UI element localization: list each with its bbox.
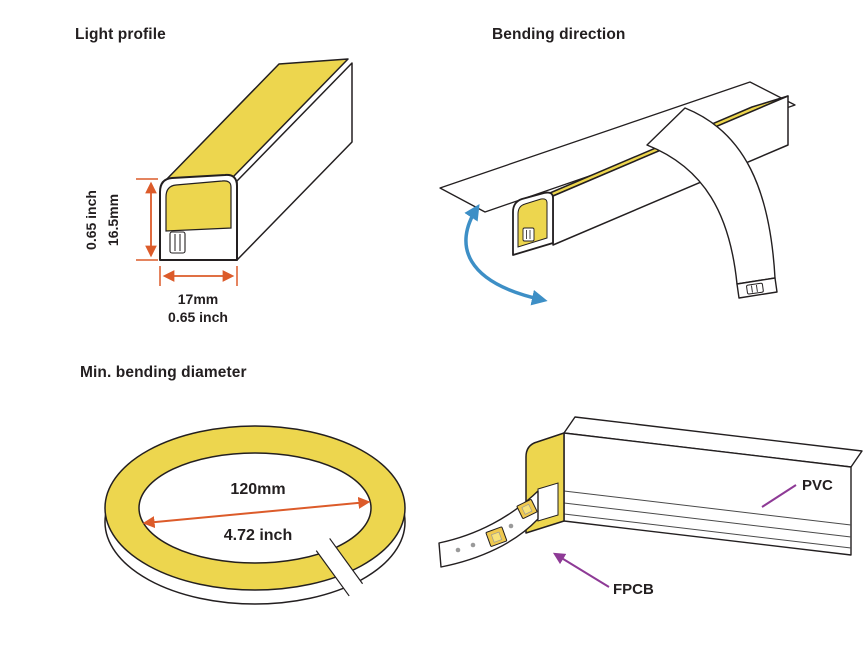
solder-pad bbox=[508, 523, 514, 529]
led-chip bbox=[485, 526, 508, 547]
min-bending-diameter-title: Min. bending diameter bbox=[80, 364, 247, 381]
fpcb-label: FPCB bbox=[613, 581, 654, 598]
housing-channel bbox=[537, 482, 559, 522]
structure-drawing: PVC FPCB bbox=[438, 416, 863, 598]
light-profile-drawing: 0.65 inch 16.5mm 17mm 0.65 inch bbox=[83, 58, 353, 325]
bent-strip bbox=[646, 107, 778, 299]
profile-bar bbox=[159, 58, 353, 261]
diameter-mm-label: 120mm bbox=[230, 481, 285, 498]
diameter-inch-label: 4.72 inch bbox=[224, 527, 292, 544]
dimension-vertical: 0.65 inch 16.5mm bbox=[83, 178, 158, 261]
pvc-housing bbox=[525, 416, 863, 556]
dimension-horizontal: 17mm 0.65 inch bbox=[159, 266, 238, 325]
height-mm-label: 16.5mm bbox=[105, 194, 121, 246]
light-profile-title: Light profile bbox=[75, 26, 166, 43]
bending-diameter-drawing: 120mm 4.72 inch bbox=[104, 425, 406, 605]
bending-direction-title: Bending direction bbox=[492, 26, 626, 43]
fpcb-callout: FPCB bbox=[552, 552, 654, 598]
bending-direction-drawing bbox=[439, 81, 796, 306]
pvc-label: PVC bbox=[802, 477, 833, 494]
strip-end-cap bbox=[512, 191, 554, 256]
width-mm-label: 17mm bbox=[178, 291, 218, 307]
flat-strip-outline bbox=[439, 81, 796, 213]
profile-base-slot bbox=[169, 231, 186, 254]
pvc-callout: PVC bbox=[761, 477, 833, 508]
led-chip bbox=[516, 499, 538, 519]
width-inch-label: 0.65 inch bbox=[168, 309, 228, 325]
profile-led-dome bbox=[165, 180, 232, 232]
fpcb-strip bbox=[438, 490, 539, 568]
bending-direction-arrow bbox=[464, 204, 548, 306]
diameter-dimension: 120mm 4.72 inch bbox=[142, 481, 371, 544]
solder-pad bbox=[470, 542, 476, 548]
ring-gap bbox=[315, 538, 365, 598]
solder-pad bbox=[455, 547, 461, 553]
height-inch-label: 0.65 inch bbox=[83, 190, 99, 250]
bending-ring bbox=[104, 425, 406, 605]
